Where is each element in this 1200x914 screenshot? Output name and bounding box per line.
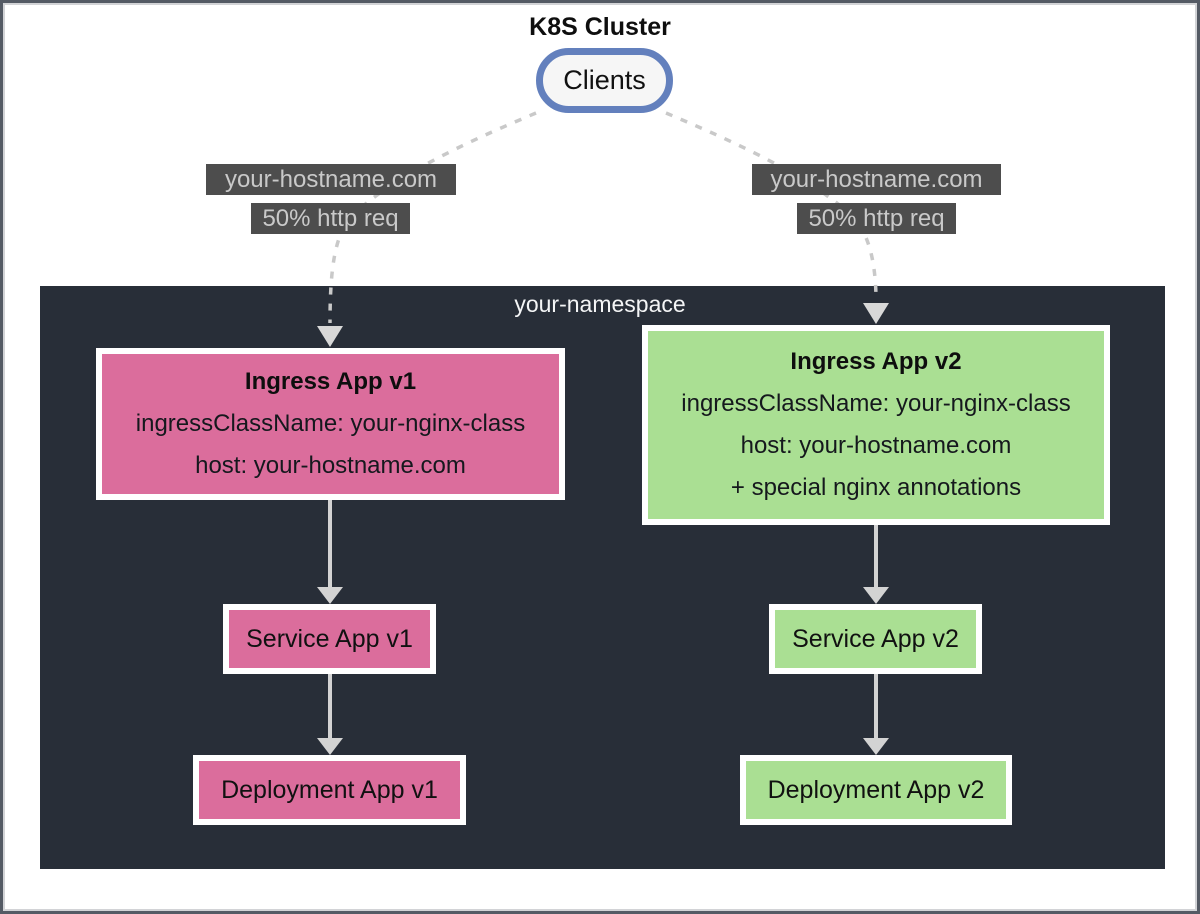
route-label-hostname-left-text: your-hostname.com: [224, 165, 438, 193]
clients-node: Clients: [536, 48, 673, 113]
ingress-app-v1-node: Ingress App v1 ingressClassName: your-ng…: [96, 348, 565, 500]
route-label-traffic-left: 50% http req: [251, 203, 410, 234]
arrowhead-deployment-v1: [317, 738, 343, 755]
deployment-app-v1-node: Deployment App v1: [193, 755, 466, 825]
ingress-app-v2-line-2: host: your-hostname.com: [740, 432, 1012, 459]
route-label-hostname-right: your-hostname.com: [752, 164, 1001, 195]
route-label-hostname-right-text: your-hostname.com: [770, 165, 983, 193]
service-app-v1-body: Service App v1: [229, 610, 430, 668]
ingress-app-v2-body: Ingress App v2 ingressClassName: your-ng…: [648, 331, 1104, 519]
route-label-traffic-right-text: 50% http req: [808, 204, 945, 232]
deployment-app-v2-body: Deployment App v2: [746, 761, 1006, 819]
route-label-traffic-right: 50% http req: [797, 203, 956, 234]
ingress-app-v1-title: Ingress App v1: [244, 368, 417, 395]
route-label-hostname-left: your-hostname.com: [206, 164, 456, 195]
service-app-v2-body: Service App v2: [775, 610, 976, 668]
ingress-app-v2-node: Ingress App v2 ingressClassName: your-ng…: [642, 325, 1110, 525]
ingress-app-v2-line-1: ingressClassName: your-nginx-class: [681, 390, 1071, 417]
dotted-arrowhead-left: [317, 326, 343, 347]
dotted-arrowhead-right: [863, 303, 889, 324]
clients-label: Clients: [563, 65, 646, 95]
service-app-v2-label: Service App v2: [792, 624, 959, 653]
ingress-app-v2-line-3: + special nginx annotations: [730, 474, 1022, 501]
deployment-app-v1-body: Deployment App v1: [199, 761, 460, 819]
dotted-route-right: [665, 111, 878, 302]
ingress-app-v1-body: Ingress App v1 ingressClassName: your-ng…: [102, 354, 559, 494]
arrowhead-service-v1: [317, 587, 343, 604]
route-label-traffic-left-text: 50% http req: [262, 204, 399, 232]
namespace-label: your-namespace: [514, 291, 686, 317]
arrowhead-deployment-v2: [863, 738, 889, 755]
service-app-v1-label: Service App v1: [246, 624, 413, 653]
ingress-app-v2-title: Ingress App v2: [790, 348, 962, 375]
ingress-app-v1-line-1: ingressClassName: your-nginx-class: [135, 410, 526, 437]
page-title: K8S Cluster: [529, 13, 671, 41]
service-app-v2-node: Service App v2: [769, 604, 982, 674]
service-app-v1-node: Service App v1: [223, 604, 436, 674]
arrowhead-service-v2: [863, 587, 889, 604]
deployment-app-v1-label: Deployment App v1: [221, 775, 438, 804]
ingress-app-v1-line-2: host: your-hostname.com: [195, 452, 466, 479]
deployment-app-v2-label: Deployment App v2: [767, 775, 985, 804]
deployment-app-v2-node: Deployment App v2: [740, 755, 1012, 825]
